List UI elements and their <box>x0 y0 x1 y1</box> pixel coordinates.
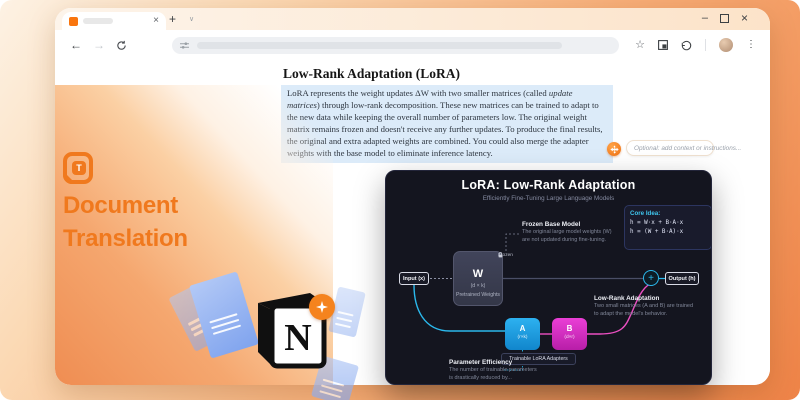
pretrained-weights-box: Frozen W (d × k) Pretrained Weights <box>453 251 513 306</box>
menu-dots-icon[interactable]: ⋮ <box>746 39 756 50</box>
matrix-letter: A <box>519 324 526 333</box>
address-bar[interactable] <box>172 36 619 54</box>
article-paragraph-highlighted: LoRA represents the weight updates ΔW wi… <box>281 85 613 164</box>
weights-dims: (d × k) <box>470 283 486 289</box>
output-box: Output (h) <box>665 272 699 285</box>
browser-tab[interactable]: × <box>62 12 166 30</box>
note-desc: Two small matrices (A and B) are trained <box>594 303 694 309</box>
input-box: Input (x) <box>399 272 429 285</box>
toolbar-divider <box>705 39 706 51</box>
tab-strip: × + ∨ – × <box>55 8 770 30</box>
parameter-efficiency-note: Parameter Efficiency The number of train… <box>449 359 549 382</box>
history-icon[interactable] <box>681 40 692 51</box>
lora-diagram-panel: LoRA: Low-Rank Adaptation Efficiently Fi… <box>385 170 712 385</box>
tab-title-placeholder <box>83 18 113 24</box>
new-tab-button[interactable]: + <box>169 12 177 26</box>
matrix-b-box: B (d×r) <box>552 318 587 350</box>
tab-favicon-icon <box>69 16 78 26</box>
translate-sparkle-icon[interactable] <box>607 142 621 156</box>
low-rank-adaptation-note: Low-Rank Adaptation Two small matrices (… <box>594 295 694 318</box>
bookmark-star-icon[interactable]: ☆ <box>635 38 645 51</box>
diagram-title: LoRA: Low-Rank Adaptation <box>461 178 636 192</box>
diagram-subtitle: Efficiently Fine-Tuning Large Language M… <box>482 195 615 202</box>
note-desc: The number of trainable parameters <box>449 367 537 373</box>
url-placeholder <box>197 41 562 49</box>
notion-logo: N <box>258 293 327 369</box>
lock-icon <box>498 252 503 258</box>
document-translation-logo: T <box>63 152 93 184</box>
matrix-a-box: A (r×k) <box>505 318 540 350</box>
headline-line1: Document <box>63 192 178 219</box>
formula-1: h = W·x + B·A·x <box>630 220 684 226</box>
headline-line2: Translation <box>63 225 188 252</box>
reload-icon[interactable] <box>116 40 127 51</box>
matrix-letter: B <box>566 324 573 333</box>
core-idea-box: Core Idea: h = W·x + B·A·x h = (W + B·A)… <box>624 205 711 250</box>
maximize-button[interactable] <box>719 13 729 23</box>
side-panel-icon[interactable] <box>658 40 668 50</box>
browser-toolbar: ← → ☆ ⋮ <box>55 30 770 60</box>
paragraph-text: LoRA represents the weight updates ΔW wi… <box>287 88 549 98</box>
paragraph-text-cont: ) through low-rank decomposition. These … <box>287 99 603 158</box>
tab-list-chevron-icon[interactable]: ∨ <box>189 16 195 23</box>
note-desc: are not updated during fine-tuning. <box>522 237 607 244</box>
window-close-button[interactable]: × <box>740 11 748 25</box>
formula-2: h = (W + B·A)·x <box>630 229 684 235</box>
note-title: Frozen Base Model <box>522 221 581 228</box>
note-title: Parameter Efficiency <box>449 359 513 366</box>
context-input[interactable]: Optional: add context or instructions... <box>626 140 741 156</box>
note-title: Low-Rank Adaptation <box>594 295 660 302</box>
diagram-connectors <box>413 233 665 371</box>
notion-letter: N <box>284 317 311 359</box>
frozen-tag: Frozen <box>498 252 513 258</box>
article-title: Low-Rank Adaptation (LoRA) <box>283 66 461 81</box>
core-idea-label: Core Idea: <box>630 210 661 217</box>
note-desc: is drastically reduced by... <box>449 375 512 382</box>
forward-icon[interactable]: → <box>93 38 105 52</box>
weights-letter: W <box>472 268 484 280</box>
frozen-base-model-note: Frozen Base Model The original large mod… <box>522 221 622 244</box>
logo-letter: T <box>72 161 86 175</box>
minimize-button[interactable]: – <box>701 11 708 24</box>
sparkle-badge-icon <box>309 294 335 320</box>
tab-close-icon[interactable]: × <box>153 15 159 26</box>
matrix-dims: (r×k) <box>517 335 528 340</box>
profile-avatar[interactable] <box>719 38 733 52</box>
trainable-adapters-pill: Trainable LoRA Adapters <box>501 353 576 365</box>
weights-label: Pretrained Weights <box>455 292 501 298</box>
matrix-dims: (d×r) <box>564 335 575 340</box>
sum-node: + <box>643 270 659 286</box>
tune-icon[interactable] <box>180 41 189 50</box>
context-input-placeholder: Optional: add context or instructions... <box>634 144 742 152</box>
back-icon[interactable]: ← <box>70 38 82 52</box>
note-desc: to adapt the model's behavior. <box>594 311 668 318</box>
note-desc: The original large model weights (W) <box>522 229 612 235</box>
